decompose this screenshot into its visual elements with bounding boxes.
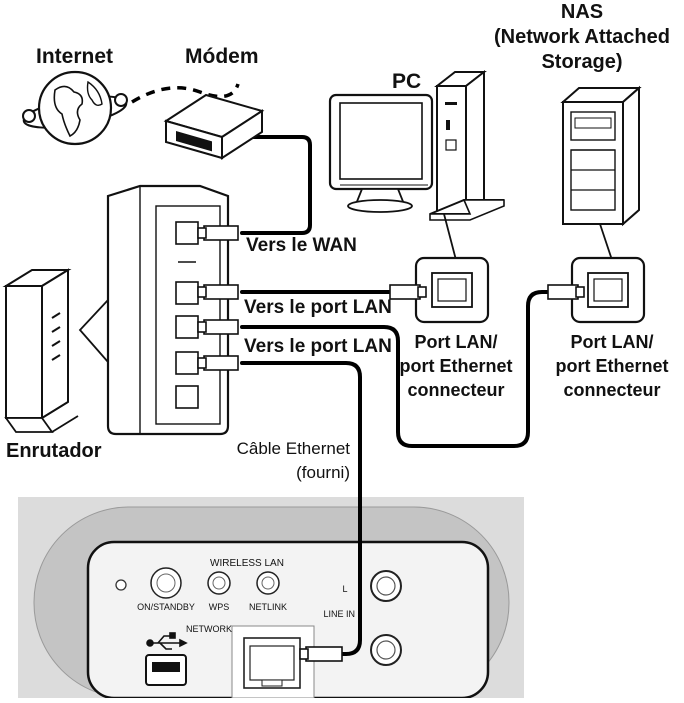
- pc-port-caption-line2: port Ethernet: [399, 356, 513, 376]
- router-label: Enrutador: [6, 440, 102, 462]
- on-standby-button[interactable]: [150, 567, 182, 599]
- router-port-panel: [106, 184, 230, 436]
- globe-icon: [22, 70, 128, 146]
- router-icon: [2, 268, 109, 433]
- ethernet-port-icon: [587, 272, 629, 308]
- pc-port-caption-line3: connecteur: [407, 380, 505, 400]
- wireless-lan-label: WIRELESS LAN: [210, 558, 284, 569]
- nas-label-subtitle-1: (Network Attached: [494, 26, 670, 48]
- nas-port-caption: Port LAN/ port Ethernet connecteur: [540, 330, 684, 402]
- nas-title: NAS (Network Attached Storage): [484, 0, 680, 75]
- nas-port-caption-line3: connecteur: [563, 380, 661, 400]
- power-indicator-icon: [115, 579, 127, 591]
- nas-port-caption-line2: port Ethernet: [555, 356, 669, 376]
- pc-port-caption-line1: Port LAN/: [414, 332, 498, 352]
- cable-router-nas: [240, 290, 554, 448]
- to-lan-label-2: Vers le port LAN: [244, 336, 392, 357]
- ethernet-cables: [234, 135, 554, 656]
- nas-icon: [560, 85, 642, 227]
- channel-l-label: L: [342, 584, 347, 594]
- cable-caption: Câble Ethernet (fourni): [200, 437, 350, 485]
- on-standby-label: ON/STANDBY: [137, 602, 195, 612]
- modem-label: Módem: [185, 45, 259, 68]
- to-wan-label: Vers le WAN: [246, 235, 357, 256]
- nas-port-callout: [570, 223, 646, 324]
- netlink-label: NETLINK: [249, 602, 287, 612]
- usb-icon: [146, 632, 188, 650]
- internet-link: [131, 83, 240, 104]
- netlink-button[interactable]: [256, 571, 280, 595]
- wps-label: WPS: [209, 602, 230, 612]
- internet-label: Internet: [36, 45, 114, 68]
- modem-icon: [163, 93, 265, 160]
- line-in-label: LINE IN: [323, 609, 355, 619]
- cable-caption-line2: (fourni): [296, 463, 350, 482]
- pc-port-caption: Port LAN/ port Ethernet connecteur: [384, 330, 528, 402]
- cable-router-device: [240, 361, 362, 656]
- network-label: NETWORK: [186, 624, 232, 634]
- usb-port[interactable]: [145, 654, 187, 686]
- ethernet-port-icon: [431, 272, 473, 308]
- pc-port-callout: [414, 213, 490, 324]
- cable-caption-line1: Câble Ethernet: [236, 439, 350, 458]
- nas-label: NAS: [560, 1, 604, 23]
- nas-port-caption-line1: Port LAN/: [570, 332, 654, 352]
- ethernet-plugs: [197, 225, 585, 662]
- wps-button[interactable]: [207, 571, 231, 595]
- network-ethernet-port[interactable]: [231, 625, 315, 699]
- pc-label: PC: [392, 70, 422, 93]
- to-lan-label-1: Vers le port LAN: [244, 297, 392, 318]
- nas-label-subtitle-2: Storage): [541, 51, 623, 73]
- line-in-jacks: [370, 570, 402, 666]
- pc-icon: [328, 69, 505, 221]
- cable-modem-wan: [234, 135, 312, 235]
